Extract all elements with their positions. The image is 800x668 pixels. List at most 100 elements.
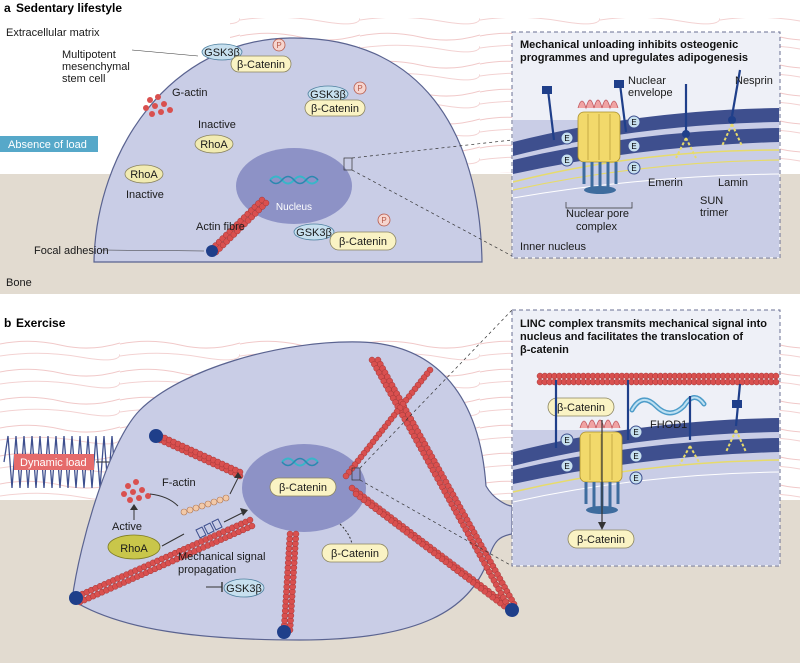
- emerin-e-1: E: [564, 134, 569, 143]
- dna-icon-b: [281, 457, 319, 467]
- nesprin-protein-a: [542, 69, 742, 141]
- absence-of-load-badge: [0, 136, 98, 152]
- actin-bundles-b: [74, 356, 518, 634]
- rhoa-active: [107, 534, 161, 560]
- emerin-b-3: E: [633, 428, 638, 437]
- leader-msc: [131, 49, 199, 57]
- label-fhod1: FHOD1: [650, 419, 687, 431]
- label-inner-nucleus: Inner nucleus: [520, 241, 587, 253]
- label-msc-3: stem cell: [62, 73, 105, 85]
- label-active: Active: [112, 521, 142, 533]
- label-msp-1: Mechanical signal: [178, 551, 265, 563]
- label-beta-catenin-inset-top: β-Catenin: [557, 402, 605, 414]
- emerin-b-2: E: [564, 462, 569, 471]
- sun-trimers-b: [679, 429, 747, 465]
- panel-b-title: Exercise: [16, 316, 66, 330]
- beta-catenin-nuclear: [269, 477, 337, 497]
- emerin-b-1: E: [564, 436, 569, 445]
- emerin-proteins-b: E E E E E: [560, 425, 643, 485]
- rhoa-inactive-1: [194, 134, 234, 154]
- emerin-e-2: E: [564, 156, 569, 165]
- label-gsk-a3: GSK3β: [296, 227, 332, 239]
- label-inactive-2: Inactive: [126, 189, 164, 201]
- label-rhoa-1: RhoA: [200, 139, 228, 151]
- inset-a-outer-membrane: [513, 108, 779, 156]
- inset-b-title-2: nucleus and facilitates the translocatio…: [520, 331, 743, 343]
- inset-a-inner-membrane: [513, 128, 779, 174]
- dynamic-load-badge: [14, 454, 94, 470]
- nesprin-protein-b: [554, 380, 742, 448]
- label-focal-adhesion: Focal adhesion: [34, 245, 109, 257]
- f-actin-polymer: [180, 494, 230, 516]
- label-gsk-b: GSK3β: [226, 583, 262, 595]
- label-nesprin: Nesprin: [735, 75, 773, 87]
- zoom-box-a: [343, 157, 353, 171]
- actin-fibre-inset-b: [536, 372, 780, 386]
- label-sun-2: trimer: [700, 207, 728, 219]
- beta-catenin-cytoplasmic: [321, 543, 389, 563]
- label-sun-1: SUN: [700, 195, 723, 207]
- label-dynamic-load: Dynamic load: [20, 457, 87, 469]
- label-p-a3: P: [381, 216, 386, 225]
- label-msc-1: Multipotent: [62, 49, 116, 61]
- mechanosensor-icon: [195, 518, 223, 539]
- label-nucleus-a: Nucleus: [276, 202, 312, 213]
- emerin-e-4: E: [631, 142, 636, 151]
- label-f-actin: F-actin: [162, 477, 196, 489]
- beta-catenin-inset-top: [547, 397, 615, 417]
- label-npc-1: Nuclear pore: [566, 208, 629, 220]
- beta-catenin-complex-a2: GSK3β β-Catenin P: [304, 81, 367, 117]
- label-rhoa-active: RhoA: [120, 543, 148, 555]
- label-beta-catenin-cyto: β-Catenin: [331, 548, 379, 560]
- label-g-actin: G-actin: [172, 87, 207, 99]
- label-nuclear-envelope-2: envelope: [628, 87, 673, 99]
- label-lamin: Lamin: [718, 177, 748, 189]
- label-beta-catenin-inset-bottom: β-Catenin: [577, 534, 625, 546]
- gsk3b-b: [223, 578, 265, 598]
- emerin-b-5: E: [633, 474, 638, 483]
- label-beta-catenin-a3: β-Catenin: [339, 236, 387, 248]
- emerin-e-3: E: [631, 118, 636, 127]
- beta-catenin-inset-bottom: [567, 529, 635, 549]
- label-p-a2: P: [357, 84, 362, 93]
- focal-adhesion-a: [206, 245, 218, 257]
- g-actin-cluster: [143, 94, 173, 117]
- focal-adhesions-b: [69, 429, 519, 639]
- beta-catenin-complex-a1: GSK3β β-Catenin P: [201, 38, 292, 73]
- label-beta-catenin-a2: β-Catenin: [311, 103, 359, 115]
- label-extracellular-matrix: Extracellular matrix: [6, 27, 100, 39]
- label-npc-2: complex: [576, 221, 617, 233]
- panel-b-letter: b: [4, 316, 11, 330]
- label-beta-catenin-a1: β-Catenin: [237, 59, 285, 71]
- label-inactive-1: Inactive: [198, 119, 236, 131]
- label-beta-catenin-nuclear: β-Catenin: [279, 482, 327, 494]
- label-emerin: Emerin: [648, 177, 683, 189]
- sun-trimers-a: [675, 123, 743, 159]
- label-rhoa-2: RhoA: [130, 169, 158, 181]
- inset-b-title-3: β-catenin: [520, 344, 569, 356]
- emerin-b-4: E: [633, 452, 638, 461]
- label-bone: Bone: [6, 277, 32, 289]
- label-gsk-a1: GSK3β: [204, 47, 240, 59]
- label-gsk-a2: GSK3β: [310, 89, 346, 101]
- label-nuclear-envelope-1: Nuclear: [628, 75, 666, 87]
- label-msp-2: propagation: [178, 564, 236, 576]
- panel-a-title: Sedentary lifestyle: [16, 1, 122, 15]
- emerin-e-5: E: [631, 164, 636, 173]
- panel-a-letter: a: [4, 1, 11, 15]
- inset-b-title-1: LINC complex transmits mechanical signal…: [520, 318, 767, 330]
- rhoa-inactive-2: [124, 164, 164, 184]
- beta-catenin-complex-a3: GSK3β β-Catenin P: [293, 213, 397, 251]
- inset-a-title-2: programmes and upregulates adipogenesis: [520, 52, 748, 64]
- label-p-a1: P: [276, 41, 281, 50]
- label-msc-2: mesenchymal: [62, 61, 130, 73]
- label-actin-fibre: Actin fibre: [196, 221, 245, 233]
- label-absence-of-load: Absence of load: [8, 139, 87, 151]
- nuclear-pore-complex-a: [577, 99, 621, 194]
- g-actin-cluster-b: [121, 479, 151, 503]
- inset-a-title-1: Mechanical unloading inhibits osteogenic: [520, 39, 738, 51]
- fhod1-protein: [629, 395, 707, 416]
- emerin-proteins-a: E E E E E: [560, 115, 641, 175]
